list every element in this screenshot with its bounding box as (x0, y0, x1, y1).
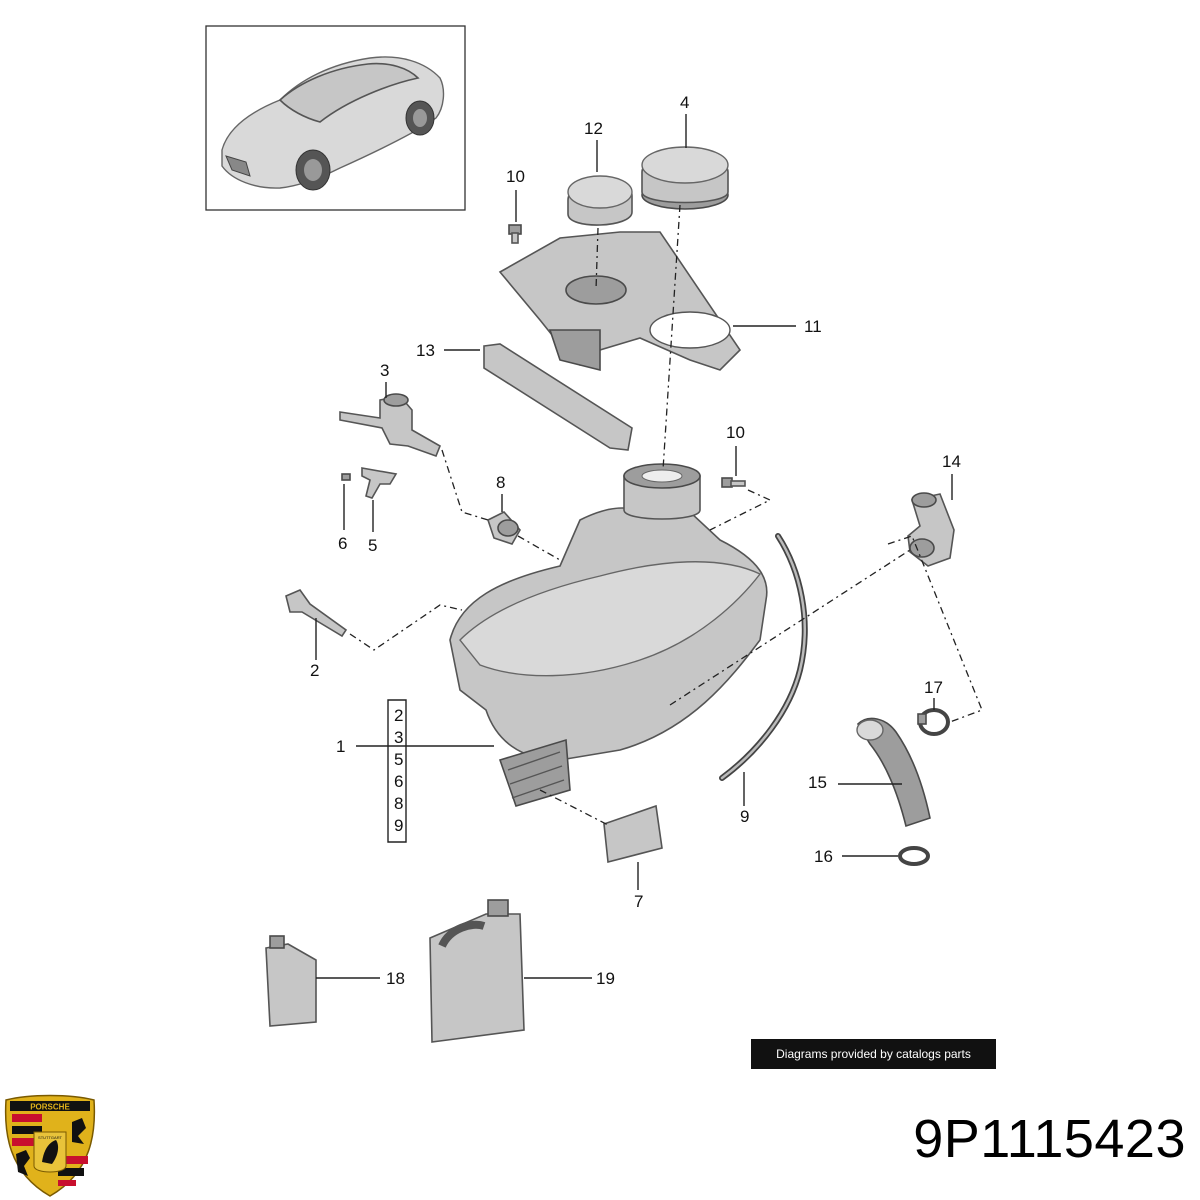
part-15-hose (856, 717, 931, 828)
callout-4: 4 (680, 93, 689, 112)
callout-17: 17 (924, 678, 943, 697)
callout-13: 13 (416, 341, 435, 360)
group-item: 2 (394, 706, 403, 725)
reference-lines (349, 204, 983, 827)
car-thumbnail (205, 25, 466, 211)
callout-9: 9 (740, 807, 749, 826)
group-item: 9 (394, 816, 403, 835)
group-item: 6 (394, 772, 403, 791)
part-18-bottle (265, 935, 317, 1027)
callout-10-right: 10 (726, 423, 745, 442)
crest-city: STUTTGART (38, 1135, 62, 1140)
part-1-reservoir-tank (449, 463, 768, 807)
part-16-clamp (898, 846, 930, 866)
callout-19: 19 (596, 969, 615, 988)
part-10-bolt-top (508, 224, 522, 244)
part-8-connector (487, 511, 521, 545)
part-5-clip (361, 467, 398, 499)
porsche-crest-icon: PORSCHE STUTTGART (4, 1094, 96, 1197)
part-14-fitting (907, 492, 955, 567)
callout-5: 5 (368, 536, 377, 555)
part-7-cover (603, 804, 663, 864)
part-1-group-list: 2 3 5 6 8 9 (394, 706, 403, 835)
part-9-hose (719, 533, 808, 781)
callout-10-top: 10 (506, 167, 525, 186)
callout-6: 6 (338, 534, 347, 553)
group-item: 8 (394, 794, 403, 813)
callout-7: 7 (634, 892, 643, 911)
crest-text: PORSCHE (30, 1103, 70, 1112)
part-6-screw (341, 473, 351, 481)
part-4-cap (641, 146, 729, 210)
callout-2: 2 (310, 661, 319, 680)
part-19-canister (429, 899, 525, 1043)
callout-18: 18 (386, 969, 405, 988)
callout-1: 1 (336, 737, 345, 756)
callout-11: 11 (804, 317, 822, 336)
callout-8: 8 (496, 473, 505, 492)
group-item: 3 (394, 728, 403, 747)
part-12-cap (567, 175, 633, 226)
callout-14: 14 (942, 452, 961, 471)
credit-banner: Diagrams provided by catalogs parts (751, 1039, 996, 1069)
part-number: 9P1115423 (913, 1109, 1186, 1169)
part-3-sensor (339, 393, 442, 458)
group-item: 5 (394, 750, 403, 769)
part-11-bracket (498, 231, 742, 372)
part-13-strip (483, 343, 633, 451)
callout-labels: 4 12 10 11 13 3 10 14 8 6 5 2 17 1 15 9 … (310, 93, 961, 988)
part-2-sensor (285, 589, 348, 638)
callout-16: 16 (814, 847, 833, 866)
part-10-bolt-right (721, 477, 746, 488)
part-17-clamp (917, 708, 950, 736)
leader-lines (315, 114, 953, 979)
callout-15: 15 (808, 773, 827, 792)
callout-12: 12 (584, 119, 603, 138)
callout-3: 3 (380, 361, 389, 380)
